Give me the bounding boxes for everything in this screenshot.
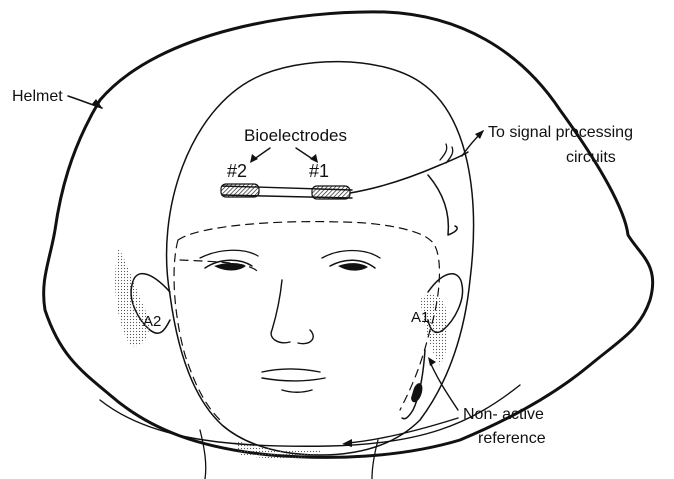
- nonactive-arrowhead-upper: [428, 357, 436, 366]
- ear-a2-label: A2: [143, 313, 161, 330]
- electrode-2-label: #2: [227, 161, 247, 181]
- mouth: [262, 369, 325, 392]
- helmet-inner-rim: [100, 385, 520, 446]
- reference-contact: [411, 383, 422, 402]
- bioelectrodes-label: Bioelectrodes: [244, 126, 347, 145]
- head-outline: [167, 62, 474, 455]
- helmet-outline: [44, 12, 653, 458]
- non-active-label-line1: Non- active: [463, 406, 544, 423]
- signal-processing-label-line2: circuits: [566, 149, 616, 166]
- nonactive-arrow-upper: [430, 362, 458, 410]
- face-pad-outline: [174, 222, 439, 420]
- reference-wire: [428, 175, 457, 235]
- right-eye: [322, 251, 380, 271]
- neck-right: [372, 440, 378, 479]
- neck-left: [200, 430, 206, 479]
- left-eye: [200, 250, 258, 270]
- helmet-label: Helmet: [12, 88, 63, 105]
- signal-processing-label-line1: To signal processing: [488, 124, 633, 141]
- arrowhead-electrode-2: [250, 154, 258, 163]
- nose: [271, 280, 313, 344]
- electrode-2-pad: [221, 184, 259, 197]
- shade-left-head: [115, 250, 150, 346]
- non-active-label-line2: reference: [478, 430, 546, 447]
- electrode-1-pad: [312, 186, 350, 199]
- ear-a1-label: A1: [411, 309, 429, 326]
- electrode-1-label: #1: [309, 161, 329, 181]
- shade-chin: [235, 440, 320, 459]
